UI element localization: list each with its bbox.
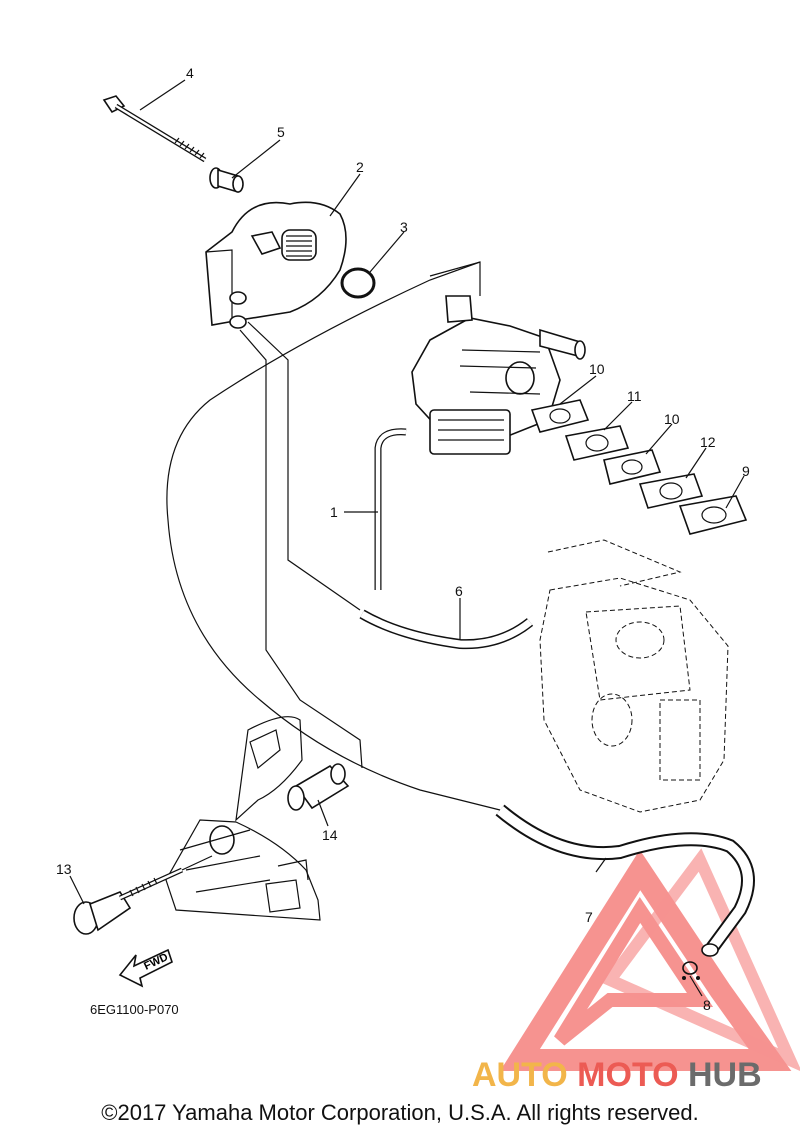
callout-4: 4 (186, 65, 194, 81)
callout-10a: 10 (589, 361, 605, 377)
carburetor (411, 261, 586, 455)
bolt-part-4 (102, 95, 207, 163)
callout-10b: 10 (664, 411, 680, 427)
intake-silencer-part-2 (205, 201, 347, 329)
leader-lines (69, 79, 745, 997)
copyright-notice: ©2017 Yamaha Motor Corporation, U.S.A. A… (101, 1100, 699, 1125)
callout-2: 2 (356, 159, 364, 175)
bushing-part-14 (287, 763, 350, 811)
callout-6: 6 (455, 583, 463, 599)
callout-3: 3 (400, 219, 408, 235)
drain-hose-part-1 (374, 428, 407, 590)
choke-cable (166, 261, 501, 811)
collar-part-5 (209, 167, 244, 193)
drawing-code: 6EG1100-P070 (90, 1002, 179, 1017)
callout-14: 14 (322, 827, 338, 843)
callout-13: 13 (56, 861, 72, 877)
callout-1: 1 (330, 504, 338, 520)
o-ring-part-3 (340, 267, 376, 299)
watermark-moto: MOTO (577, 1056, 678, 1094)
callout-8: 8 (703, 997, 711, 1013)
watermark-logo (500, 848, 800, 1072)
choke-knob-part-13 (73, 855, 213, 935)
watermark-text: AUTO MOTO HUB (472, 1056, 762, 1094)
callout-11: 11 (627, 388, 642, 404)
cylinder-block-ghost (539, 539, 729, 813)
callout-9: 9 (742, 463, 750, 479)
forward-arrow-icon: FWD (118, 948, 173, 988)
gasket-stack (530, 399, 748, 535)
clamp-part-8 (682, 961, 700, 980)
callout-12: 12 (700, 434, 716, 450)
callout-5: 5 (277, 124, 285, 140)
watermark-hub: HUB (688, 1056, 762, 1094)
callout-7: 7 (585, 909, 593, 925)
watermark-auto: AUTO (472, 1056, 568, 1094)
lower-bracket (165, 716, 321, 921)
